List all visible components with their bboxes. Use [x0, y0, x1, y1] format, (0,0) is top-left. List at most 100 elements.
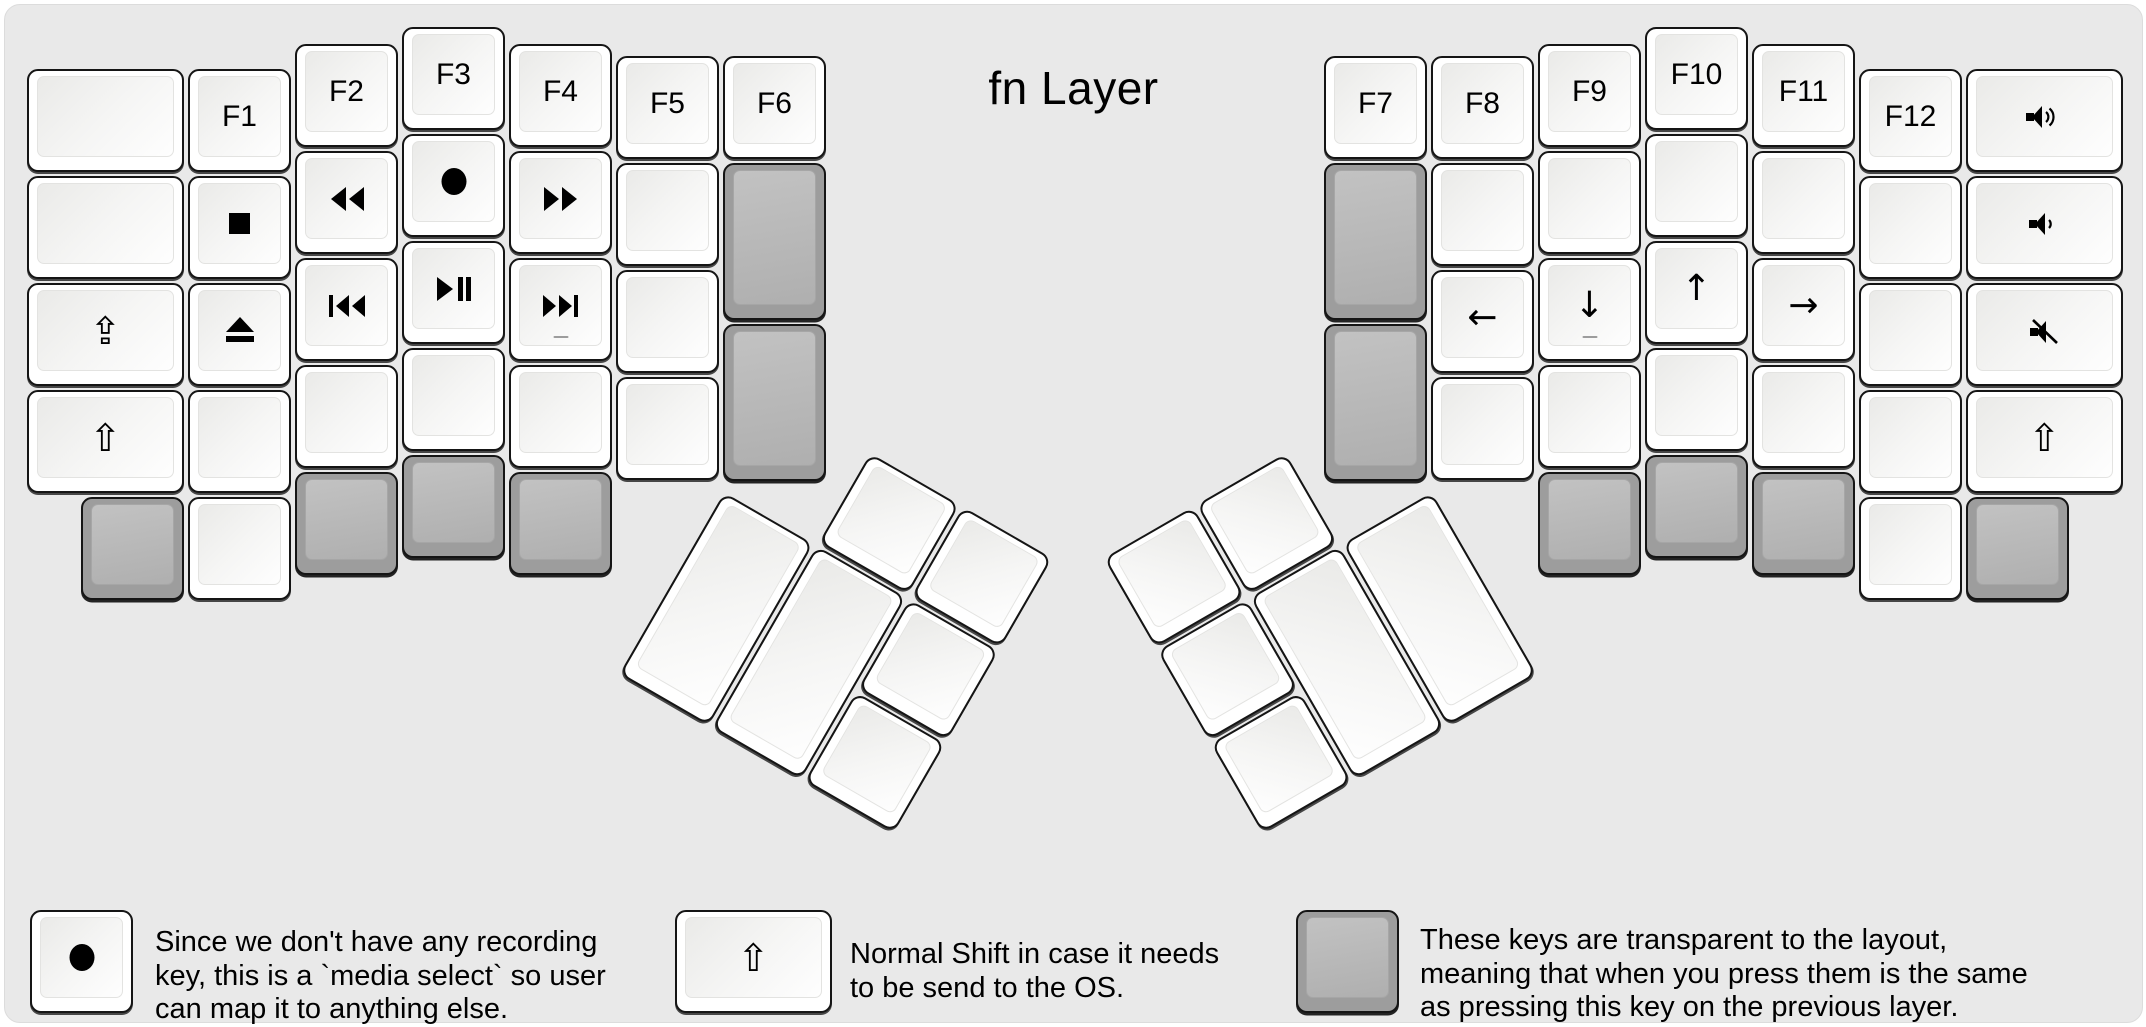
- next-track-icon: [542, 294, 578, 317]
- keycap-top: [1976, 76, 2113, 157]
- keycap-top: [519, 265, 602, 346]
- key-blank[interactable]: [1645, 134, 1748, 237]
- key-blank[interactable]: [1859, 497, 1962, 600]
- key-f12[interactable]: F12: [1859, 69, 1962, 172]
- key-blank[interactable]: [509, 365, 612, 468]
- key-eject[interactable]: [188, 283, 291, 386]
- keycap-top: [305, 158, 388, 239]
- key-f3[interactable]: F3: [402, 27, 505, 130]
- key-blank[interactable]: [188, 497, 291, 600]
- key-transparent[interactable]: [295, 472, 398, 575]
- key-transparent[interactable]: [1538, 472, 1641, 575]
- key-arrow-left[interactable]: ←: [1431, 270, 1534, 373]
- keycap-top: [626, 170, 709, 251]
- key-legend: F4: [542, 74, 578, 108]
- key-blank[interactable]: [1859, 176, 1962, 279]
- keycap-top: [305, 479, 388, 560]
- key-blank[interactable]: [27, 69, 184, 172]
- key-rewind[interactable]: [295, 151, 398, 254]
- key-f1[interactable]: F1: [188, 69, 291, 172]
- key-caps-lock[interactable]: ⇪: [27, 283, 184, 386]
- key-legend: F6: [756, 86, 792, 120]
- key-blank[interactable]: [1752, 365, 1855, 468]
- key-mute[interactable]: [1966, 283, 2123, 386]
- key-transparent[interactable]: [1752, 472, 1855, 575]
- key-transparent[interactable]: [402, 455, 505, 558]
- key-fast-forward[interactable]: [509, 151, 612, 254]
- key-transparent[interactable]: [1966, 497, 2069, 600]
- keycap-top: ↑: [1655, 248, 1738, 329]
- key-f5[interactable]: F5: [616, 56, 719, 159]
- key-blank[interactable]: [616, 270, 719, 373]
- key-blank[interactable]: [1859, 283, 1962, 386]
- layer-title: fn Layer: [988, 62, 1159, 114]
- keycap-top: [305, 372, 388, 453]
- key-transparent[interactable]: [509, 472, 612, 575]
- keycap-top: [1334, 170, 1417, 305]
- key-volume-up[interactable]: [1966, 69, 2123, 172]
- key-f8[interactable]: F8: [1431, 56, 1534, 159]
- keycap-top: F1: [198, 76, 281, 157]
- legend-key-media-select[interactable]: [30, 910, 133, 1013]
- keycap-top: ←: [1441, 277, 1524, 358]
- legend-key-shift[interactable]: ⇧: [675, 910, 832, 1013]
- keycap-top: F3: [412, 34, 495, 115]
- legend-transparent-text: These keys are transparent to the layout…: [1420, 924, 2028, 1023]
- key-blank[interactable]: [1431, 163, 1534, 266]
- keycap-top: [626, 384, 709, 465]
- key-blank[interactable]: [1645, 348, 1748, 451]
- key-arrow-up[interactable]: ↑: [1645, 241, 1748, 344]
- key-volume-down[interactable]: [1966, 176, 2123, 279]
- key-f7[interactable]: F7: [1324, 56, 1427, 159]
- key-blank[interactable]: [295, 365, 398, 468]
- key-blank[interactable]: [1752, 151, 1855, 254]
- keycap-top: [835, 464, 948, 576]
- key-blank[interactable]: [1538, 365, 1641, 468]
- key-transparent[interactable]: [1645, 455, 1748, 558]
- key-blank[interactable]: [188, 390, 291, 493]
- key-transparent[interactable]: [723, 324, 826, 481]
- key-transparent[interactable]: [1324, 163, 1427, 320]
- key-transparent[interactable]: [1324, 324, 1427, 481]
- keycap-top: ⇧: [37, 397, 174, 478]
- key-f10[interactable]: F10: [1645, 27, 1748, 130]
- key-legend: ⇧: [737, 935, 770, 980]
- key-f2[interactable]: F2: [295, 44, 398, 147]
- key-blank[interactable]: [1431, 377, 1534, 480]
- key-f9[interactable]: F9: [1538, 44, 1641, 147]
- keycap-top: →: [1762, 265, 1845, 346]
- keycap-top: [1869, 290, 1952, 371]
- key-transparent[interactable]: [81, 497, 184, 600]
- eject-icon: [225, 317, 254, 342]
- key-blank[interactable]: [616, 377, 719, 480]
- key-shift-right[interactable]: ⇧: [1966, 390, 2123, 493]
- previous-track-icon: [328, 294, 365, 317]
- keycap-top: [1762, 479, 1845, 560]
- legend-key-transparent[interactable]: [1296, 910, 1399, 1013]
- keycap-top: [1306, 917, 1389, 998]
- key-legend: ⇪: [89, 308, 122, 353]
- keycap-top: [519, 479, 602, 560]
- key-arrow-right[interactable]: →: [1752, 258, 1855, 361]
- key-record[interactable]: [402, 134, 505, 237]
- key-blank[interactable]: [402, 348, 505, 451]
- legend-shift-text: Normal Shift in case it needs to be send…: [850, 938, 1220, 1004]
- key-shift-left[interactable]: ⇧: [27, 390, 184, 493]
- key-previous-track[interactable]: [295, 258, 398, 361]
- keycap-top: ⇪: [37, 290, 174, 371]
- key-blank[interactable]: [1538, 151, 1641, 254]
- key-f6[interactable]: F6: [723, 56, 826, 159]
- key-f11[interactable]: F11: [1752, 44, 1855, 147]
- key-blank[interactable]: [616, 163, 719, 266]
- key-play-pause[interactable]: [402, 241, 505, 344]
- key-blank[interactable]: [27, 176, 184, 279]
- key-stop[interactable]: [188, 176, 291, 279]
- key-blank[interactable]: [1859, 390, 1962, 493]
- key-f4[interactable]: F4: [509, 44, 612, 147]
- key-legend: ⇧: [2028, 415, 2061, 460]
- keycap-top: [1869, 504, 1952, 585]
- key-next-track[interactable]: [509, 258, 612, 361]
- keycap-top: F10: [1655, 34, 1738, 115]
- key-arrow-down[interactable]: ↓: [1538, 258, 1641, 361]
- key-transparent[interactable]: [723, 163, 826, 320]
